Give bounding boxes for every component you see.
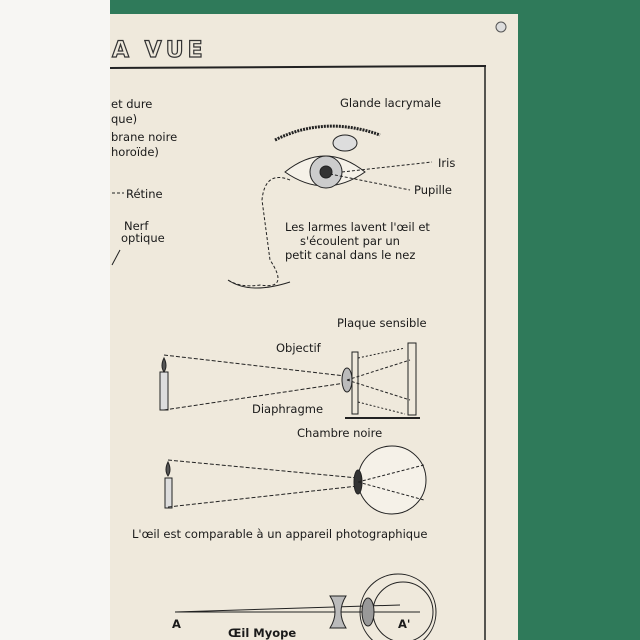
- label-point-a: A: [172, 617, 181, 631]
- camera-illustration: [159, 342, 420, 419]
- label-point-a-prime: A': [398, 617, 410, 631]
- label-objectif: Objectif: [276, 341, 322, 355]
- caption-comparable: L'œil est comparable à un appareil photo…: [132, 527, 427, 541]
- label-sclerotique: et dure: [111, 97, 152, 111]
- label-iris: Iris: [438, 156, 455, 170]
- nerf-leader-line: [111, 249, 121, 266]
- caption-larmes-3: petit canal dans le nez: [285, 248, 415, 262]
- background-left: [0, 0, 112, 640]
- label-pupille: Pupille: [414, 183, 452, 197]
- label-chambre-noire: Chambre noire: [297, 426, 382, 440]
- label-choroide: brane noire: [111, 130, 177, 144]
- eye-comparison-illustration: [164, 445, 427, 515]
- label-retine: Rétine: [126, 187, 163, 201]
- myopia-illustration: [174, 573, 437, 640]
- label-optique: optique: [121, 231, 165, 245]
- label-plaque-sensible: Plaque sensible: [337, 316, 427, 330]
- label-choroide-2: horoïde): [111, 145, 159, 159]
- caption-larmes-2: s'écoulent par un: [300, 234, 400, 248]
- label-glande-lacrymale: Glande lacrymale: [340, 96, 441, 110]
- poster: [110, 14, 518, 640]
- grommet-hole: [495, 21, 507, 33]
- label-sclerotique-2: que): [111, 112, 137, 126]
- caption-larmes-1: Les larmes lavent l'œil et: [285, 220, 430, 234]
- label-diaphragme: Diaphragme: [252, 402, 323, 416]
- caption-oeil-myope: Œil Myope: [228, 626, 296, 640]
- label-nerf: Nerf: [124, 219, 149, 233]
- title-rule: [109, 65, 487, 69]
- eye-lacrimal-illustration: [227, 124, 433, 289]
- poster-title: A VUE: [112, 38, 207, 63]
